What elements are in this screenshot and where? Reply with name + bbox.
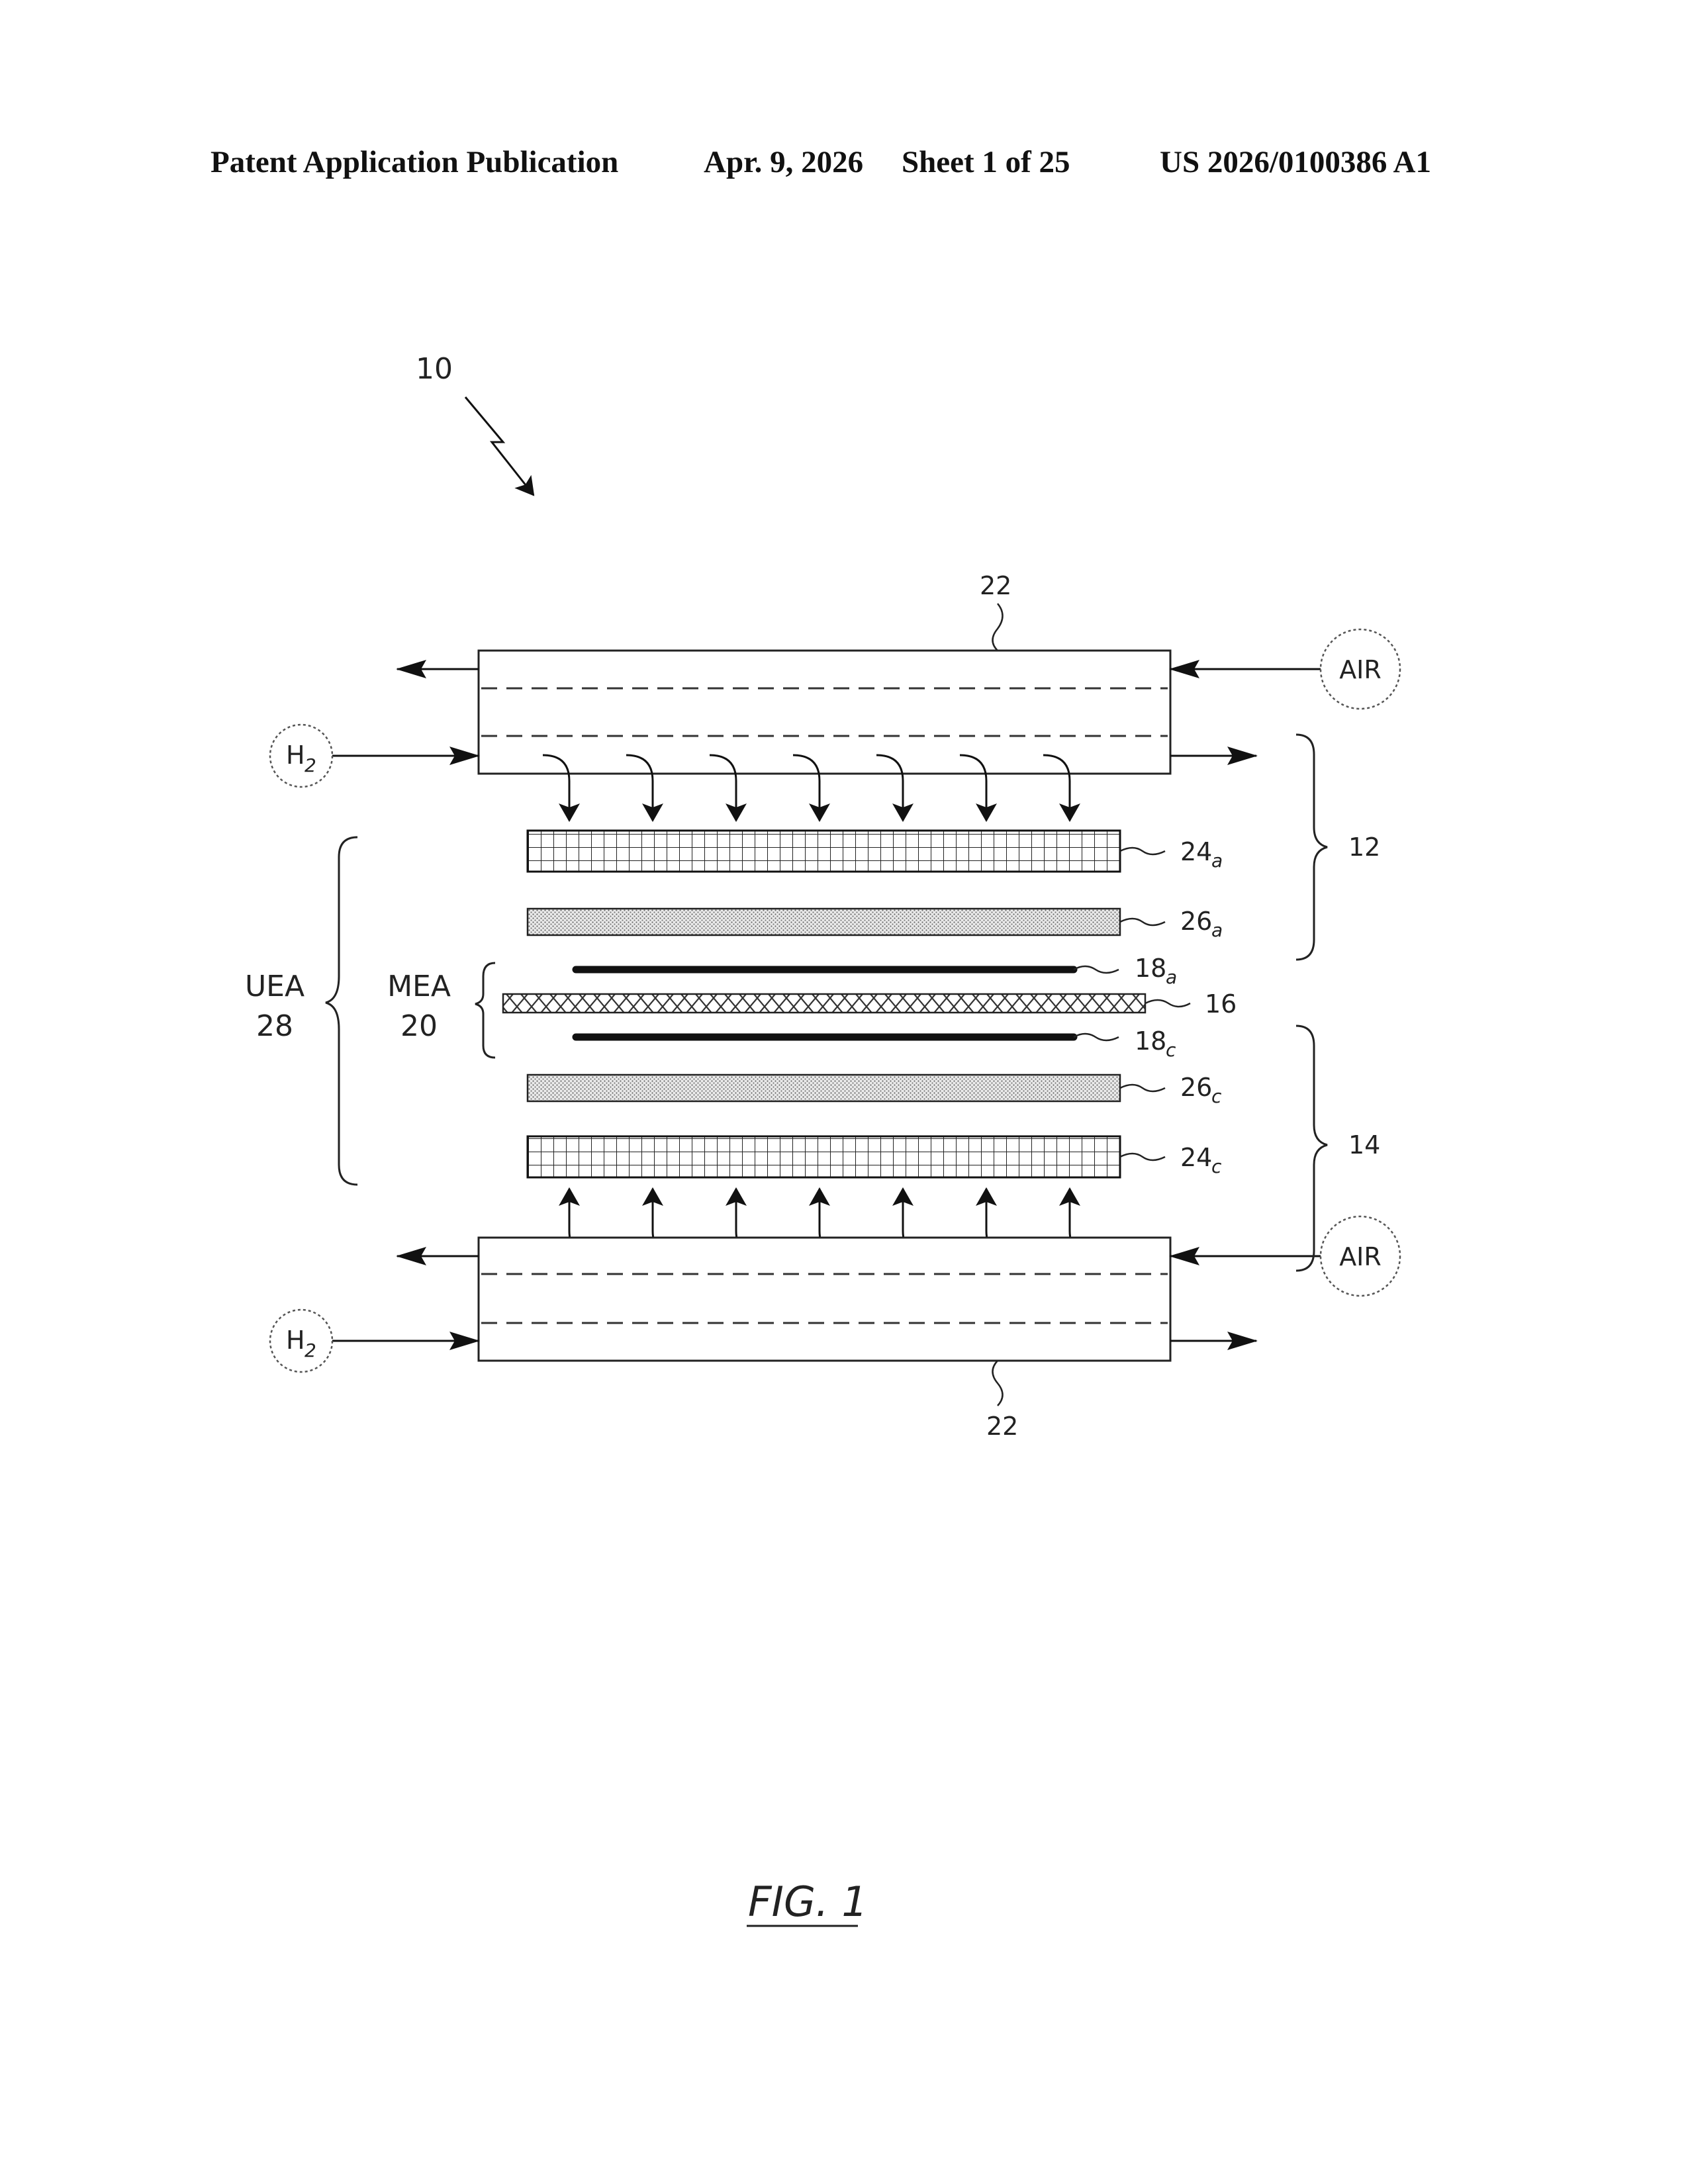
brace-anode-side	[1296, 735, 1327, 960]
figure-caption: FIG. 1	[748, 1878, 868, 1926]
ref-plate-top: 22	[980, 571, 1011, 600]
h2-label-top: H	[286, 741, 305, 770]
mesh-layer-cathode	[528, 1136, 1120, 1177]
brace-uea	[326, 837, 357, 1185]
catalyst-anode-leader	[1074, 966, 1119, 973]
ref-gdl-cathode: 26	[1180, 1073, 1212, 1102]
plate-top-leader	[993, 604, 1003, 651]
h2-sub-bottom: 2	[305, 1340, 316, 1361]
ref-catalyst-cathode-sub: c	[1166, 1039, 1176, 1061]
ref-cathode-side: 14	[1348, 1130, 1380, 1160]
air-label-top: AIR	[1339, 655, 1382, 684]
ref-gdl-anode: 26	[1180, 907, 1212, 936]
mea-label: MEA	[387, 970, 451, 1003]
mesh-layer-anode	[528, 831, 1120, 872]
membrane-leader	[1145, 1000, 1190, 1007]
ref-gdl-anode-sub: a	[1211, 919, 1223, 941]
ref-gdl-cathode-sub: c	[1211, 1085, 1222, 1107]
flow-plate-top	[479, 651, 1170, 774]
mesh-anode-leader	[1120, 848, 1165, 854]
plate-bottom-leader	[993, 1361, 1003, 1406]
h2-sub-top: 2	[305, 754, 316, 776]
device-leader-arrow	[465, 397, 534, 495]
ref-anode-side: 12	[1348, 833, 1380, 862]
catalyst-cathode-leader	[1074, 1034, 1119, 1040]
uea-label: UEA	[245, 970, 305, 1003]
ref-plate-bottom: 22	[986, 1412, 1018, 1441]
ref-catalyst-cathode: 18	[1135, 1026, 1166, 1056]
gdl-cathode-leader	[1120, 1085, 1165, 1091]
ref-membrane: 16	[1205, 989, 1237, 1019]
ref-device: 10	[416, 352, 453, 386]
ref-mesh-anode-sub: a	[1211, 850, 1223, 872]
ref-mesh-anode: 24	[1180, 837, 1212, 866]
h2-label-bottom: H	[286, 1326, 305, 1355]
uea-ref: 28	[256, 1009, 293, 1043]
gdl-anode-leader	[1120, 919, 1165, 925]
ref-catalyst-anode-sub: a	[1166, 966, 1177, 988]
flow-plate-bottom	[479, 1238, 1170, 1361]
air-label-bottom: AIR	[1339, 1242, 1382, 1271]
gdl-layer-anode	[528, 909, 1120, 935]
ref-catalyst-anode: 18	[1135, 954, 1166, 983]
ref-mesh-cathode-sub: c	[1211, 1156, 1222, 1177]
mea-ref: 20	[400, 1009, 438, 1043]
ref-mesh-cathode: 24	[1180, 1143, 1212, 1172]
brace-cathode-side	[1296, 1026, 1327, 1271]
mesh-cathode-leader	[1120, 1154, 1165, 1160]
gdl-layer-cathode	[528, 1075, 1120, 1101]
brace-mea	[475, 963, 495, 1058]
membrane	[503, 994, 1145, 1013]
